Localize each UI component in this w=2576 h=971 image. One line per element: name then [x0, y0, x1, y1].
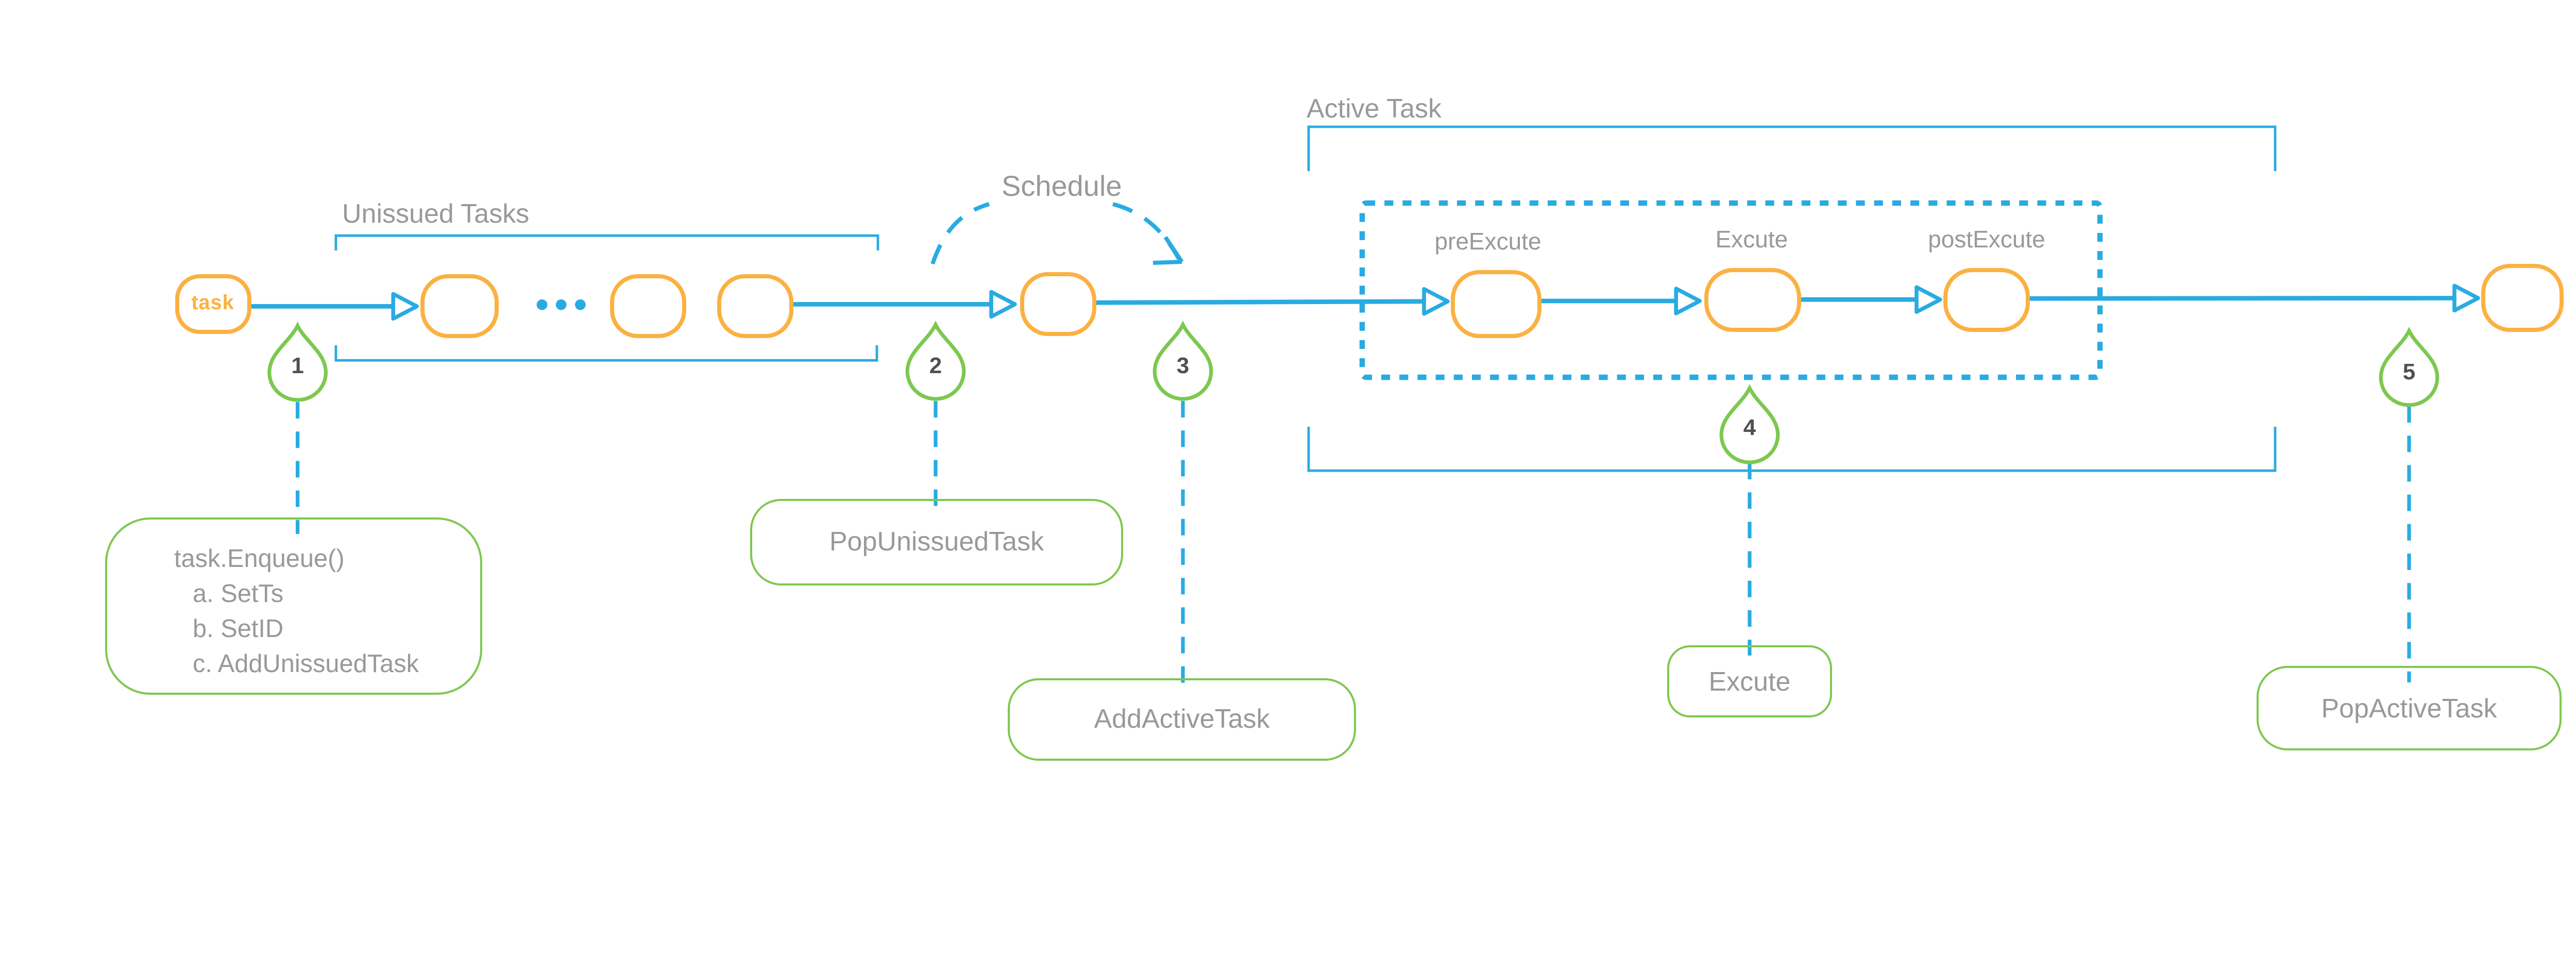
postexecute-node	[1943, 267, 2030, 332]
queue-ellipsis-dots	[536, 299, 586, 310]
schedule-arc-right	[1112, 202, 1181, 260]
done-node	[2481, 264, 2564, 332]
active-task-bracket-top	[1307, 125, 2277, 171]
queue-node-2	[609, 273, 686, 337]
callout-pop-unissued-task: PopUnissuedTask	[750, 499, 1123, 584]
task-node-label: task	[191, 292, 234, 315]
active-task-label: Active Task	[1307, 92, 1442, 123]
marker2-pin-icon	[905, 320, 966, 401]
preexecute-label: preExcute	[1434, 230, 1541, 255]
callout-pop-active-task: PopActiveTask	[2257, 666, 2562, 751]
postexecute-label: postExcute	[1928, 229, 2045, 254]
task-node: task	[174, 273, 251, 334]
callout-task-enqueue: task.Enqueue() a. SetTs b. SetID c. AddU…	[104, 516, 482, 694]
flow-arrow-scheduled-to-preexecute	[1096, 287, 1450, 316]
flow-arrow-queue-to-scheduled	[793, 290, 1017, 319]
flow-arrow-execute-to-postexecute	[1800, 285, 1942, 314]
marker1-number: 1	[291, 355, 304, 379]
unissued-tasks-label: Unissued Tasks	[342, 198, 530, 229]
callout-line: b. SetID	[193, 613, 284, 642]
marker1-pin-icon	[267, 321, 328, 402]
callout-execute: Excute	[1667, 645, 1832, 717]
unissued-tasks-bracket-bottom	[334, 345, 878, 362]
preexecute-node	[1451, 270, 1541, 339]
execute-label: Excute	[1715, 229, 1788, 254]
flow-arrow-postexecute-to-done	[2029, 283, 2480, 313]
flow-arrow-preexecute-to-execute	[1541, 287, 1702, 315]
callout-line: a. SetTs	[193, 578, 284, 607]
schedule-label: Schedule	[1002, 169, 1122, 202]
callout-line: task.Enqueue()	[174, 543, 345, 572]
callout-add-active-task: AddActiveTask	[1008, 678, 1356, 760]
marker5-number: 5	[2402, 360, 2416, 384]
schedule-arrowhead-icon	[1153, 236, 1184, 265]
queue-node-1	[420, 273, 499, 337]
marker3-pin-icon	[1153, 320, 1213, 401]
marker3-number: 3	[1176, 354, 1190, 378]
active-task-bracket-bottom	[1307, 427, 2277, 472]
marker5-pin-icon	[2379, 326, 2439, 407]
callout-line: c. AddUnissuedTask	[193, 648, 419, 677]
marker4-number: 4	[1743, 417, 1756, 442]
active-task-dotted-box	[1359, 200, 2103, 380]
flow-arrow-task-to-queue	[251, 292, 419, 321]
schedule-arc-left	[930, 202, 990, 265]
marker4-pin-icon	[1719, 384, 1780, 464]
execute-node	[1704, 268, 1800, 332]
marker2-number: 2	[929, 354, 942, 378]
scheduled-node	[1019, 272, 1096, 336]
queue-node-3	[717, 273, 793, 337]
unissued-tasks-bracket-top	[334, 234, 879, 250]
